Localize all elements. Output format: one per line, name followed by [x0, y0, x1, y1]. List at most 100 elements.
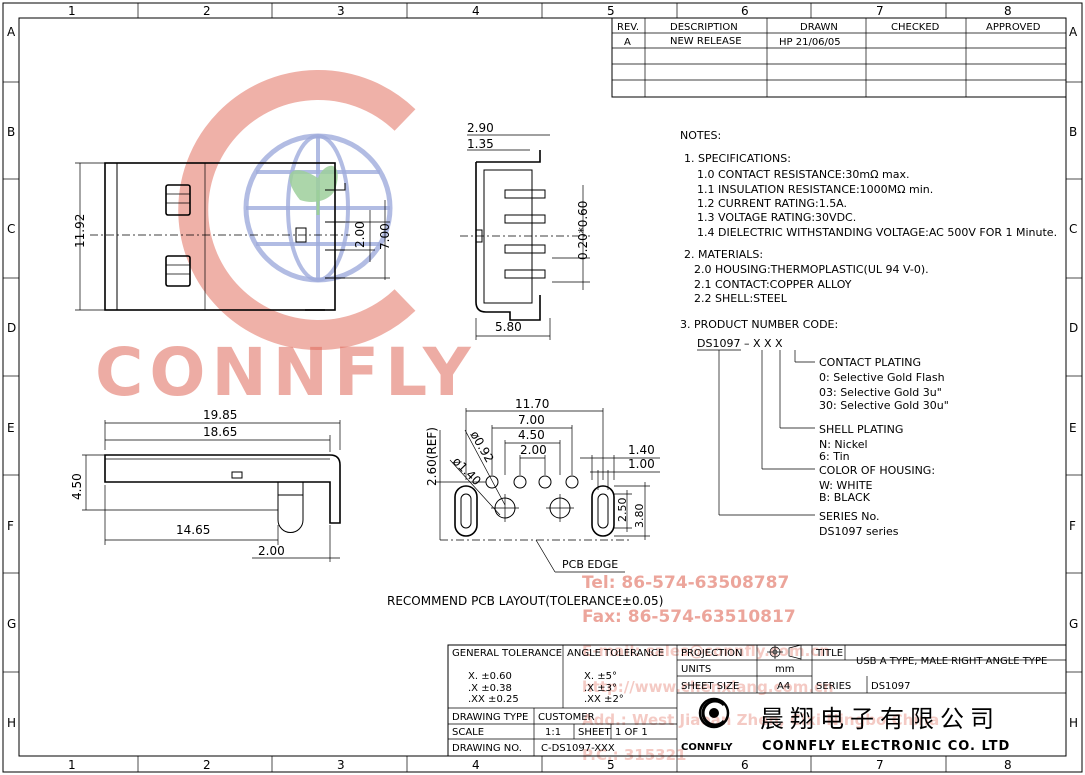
svg-text:G: G [1069, 617, 1078, 631]
svg-text:X. ±5°: X. ±5° [584, 671, 617, 682]
svg-text:X. ±0.60: X. ±0.60 [468, 671, 512, 682]
svg-text:6: Tin: 6: Tin [819, 450, 850, 463]
drawing-type-label: DRAWING TYPE [452, 712, 528, 723]
svg-text:.XX ±0.25: .XX ±0.25 [468, 694, 519, 705]
dim-front-pitch-b: 7.00 [378, 223, 392, 250]
rev-header-drawn: DRAWN [800, 22, 838, 33]
dim-pcb-slot-w: 1.40 [628, 443, 655, 457]
svg-text:E: E [1069, 421, 1077, 435]
svg-text:3: 3 [337, 4, 345, 18]
drawing-no-value: C-DS1097-XXX [541, 743, 615, 754]
rev-header-approved: APPROVED [986, 22, 1041, 33]
rev-header-description: DESCRIPTION [670, 22, 738, 33]
series-title: SERIES No. [819, 510, 880, 523]
svg-text:3: 3 [337, 758, 345, 772]
svg-text:A: A [7, 25, 16, 39]
dim-length-b: 18.65 [203, 425, 237, 439]
dim-side-top-b: 1.35 [467, 137, 494, 151]
watermark-logo [178, 70, 416, 350]
housing-color-title: COLOR OF HOUSING: [819, 464, 935, 477]
front-view: 11.92 2.00 7.00 [73, 162, 392, 311]
pcb-layout: 11.70 7.00 4.50 2.00 1.40 1.00 2.60(REF)… [387, 397, 663, 608]
series-value: DS1097 [871, 681, 911, 692]
svg-text:D: D [1069, 321, 1078, 335]
series-label: SERIES [816, 681, 851, 692]
dim-length-c: 14.65 [176, 523, 210, 537]
svg-text:1.3 VOLTAGE RATING:30VDC.: 1.3 VOLTAGE RATING:30VDC. [697, 211, 856, 224]
dim-pcb-w1: 11.70 [515, 397, 549, 411]
svg-text:03: Selective Gold 3u": 03: Selective Gold 3u" [819, 386, 942, 399]
units-value: mm [775, 664, 794, 675]
frame-column-ticks [137, 3, 947, 772]
watermark-fax: Fax: 86-574-63510817 [582, 607, 796, 627]
drawing-type-value: CUSTOMER [538, 712, 595, 723]
dim-length-height: 4.50 [70, 473, 84, 500]
svg-text:F: F [7, 519, 14, 533]
notes-title: NOTES: [680, 129, 721, 142]
svg-text:4: 4 [472, 4, 480, 18]
svg-text:2.2 SHELL:STEEL: 2.2 SHELL:STEEL [694, 292, 788, 305]
svg-text:B: B [7, 125, 15, 139]
dim-pcb-slot-w2: 1.00 [628, 457, 655, 471]
dim-pcb-hole2: ø1.40 [450, 454, 484, 488]
dim-pcb-ref: 2.60(REF) [425, 427, 439, 486]
svg-text:.X ±3°: .X ±3° [584, 683, 617, 694]
notes: NOTES: 1. SPECIFICATIONS: 1.0 CONTACT RE… [680, 129, 1057, 331]
pcb-caption: RECOMMEND PCB LAYOUT(TOLERANCE±0.05) [387, 594, 663, 608]
watermark-postcode: P.C.: 315321 [582, 746, 687, 764]
svg-text:1.1 INSULATION RESISTANCE:1000: 1.1 INSULATION RESISTANCE:1000MΩ min. [697, 183, 933, 196]
rev-cell-drawn: HP 21/06/05 [779, 37, 841, 48]
svg-text:E: E [7, 421, 15, 435]
svg-text:8: 8 [1004, 758, 1012, 772]
svg-text:H: H [1069, 716, 1078, 730]
shell-plating-title: SHELL PLATING [819, 423, 903, 436]
units-label: UNITS [681, 664, 711, 675]
company-name-en: CONNFLY ELECTRONIC CO. LTD [762, 739, 1010, 754]
watermark-tel: Tel: 86-574-63508787 [582, 573, 789, 593]
scale-label: SCALE [452, 727, 484, 738]
svg-text:1.2 CURRENT RATING:1.5A.: 1.2 CURRENT RATING:1.5A. [697, 197, 847, 210]
svg-text:B: B [1069, 125, 1077, 139]
side-view: 2.90 1.35 5.80 0.20*0.60 [460, 121, 590, 340]
title-label: TITLE [815, 648, 843, 659]
length-view: 19.85 18.65 4.50 14.65 2.00 [70, 408, 341, 562]
svg-text:C: C [1069, 222, 1077, 236]
sheet-label: SHEET [578, 727, 612, 738]
dim-pcb-w4: 2.00 [520, 443, 547, 457]
svg-text:DS1097 series: DS1097 series [819, 525, 899, 538]
part-code: DS1097 – X X X [697, 337, 783, 350]
svg-text:1.0 CONTACT RESISTANCE:30mΩ ma: 1.0 CONTACT RESISTANCE:30mΩ max. [697, 168, 910, 181]
projection-symbol-icon [767, 644, 802, 660]
svg-text:H: H [7, 716, 16, 730]
dim-pcb-w2: 7.00 [518, 413, 545, 427]
notes-section-2: 2. MATERIALS: [684, 248, 763, 261]
watermark-web: http://www.chenxiang.com.cn [582, 678, 834, 696]
dim-length-d: 2.00 [258, 544, 285, 558]
sheet-size-label: SHEET SIZE [681, 681, 739, 692]
svg-text:C: C [7, 222, 15, 236]
notes-section-1: 1. SPECIFICATIONS: [684, 152, 791, 165]
revision-table: REV. DESCRIPTION DRAWN CHECKED APPROVED … [611, 17, 1067, 98]
svg-text:2: 2 [203, 4, 211, 18]
svg-text:1.4 DIELECTRIC WITHSTANDING VO: 1.4 DIELECTRIC WITHSTANDING VOLTAGE:AC 5… [697, 226, 1057, 239]
dim-pcb-h1: 2.50 [616, 498, 629, 523]
dim-side-width: 5.80 [495, 320, 522, 334]
logo-text: CONNFLY [681, 742, 733, 753]
scale-value: 1:1 [545, 727, 561, 738]
svg-text:5: 5 [607, 4, 615, 18]
dim-front-pitch-a: 2.00 [353, 221, 367, 248]
svg-text:F: F [1069, 519, 1076, 533]
angle-tolerance-label: ANGLE TOLERANCE [567, 648, 664, 659]
dim-side-top-a: 2.90 [467, 121, 494, 135]
svg-text:1: 1 [68, 758, 76, 772]
drawing-title: USB A TYPE, MALE RIGHT ANGLE TYPE [856, 656, 1047, 667]
svg-text:.X ±0.38: .X ±0.38 [468, 683, 512, 694]
watermark-brand: CONNFLY [95, 334, 477, 411]
svg-text:5: 5 [607, 758, 615, 772]
rev-header-rev: REV. [617, 22, 639, 33]
sheet-value: 1 OF 1 [615, 727, 648, 738]
svg-text:2.1 CONTACT:COPPER ALLOY: 2.1 CONTACT:COPPER ALLOY [694, 278, 852, 291]
rev-cell-description: NEW RELEASE [670, 36, 742, 47]
